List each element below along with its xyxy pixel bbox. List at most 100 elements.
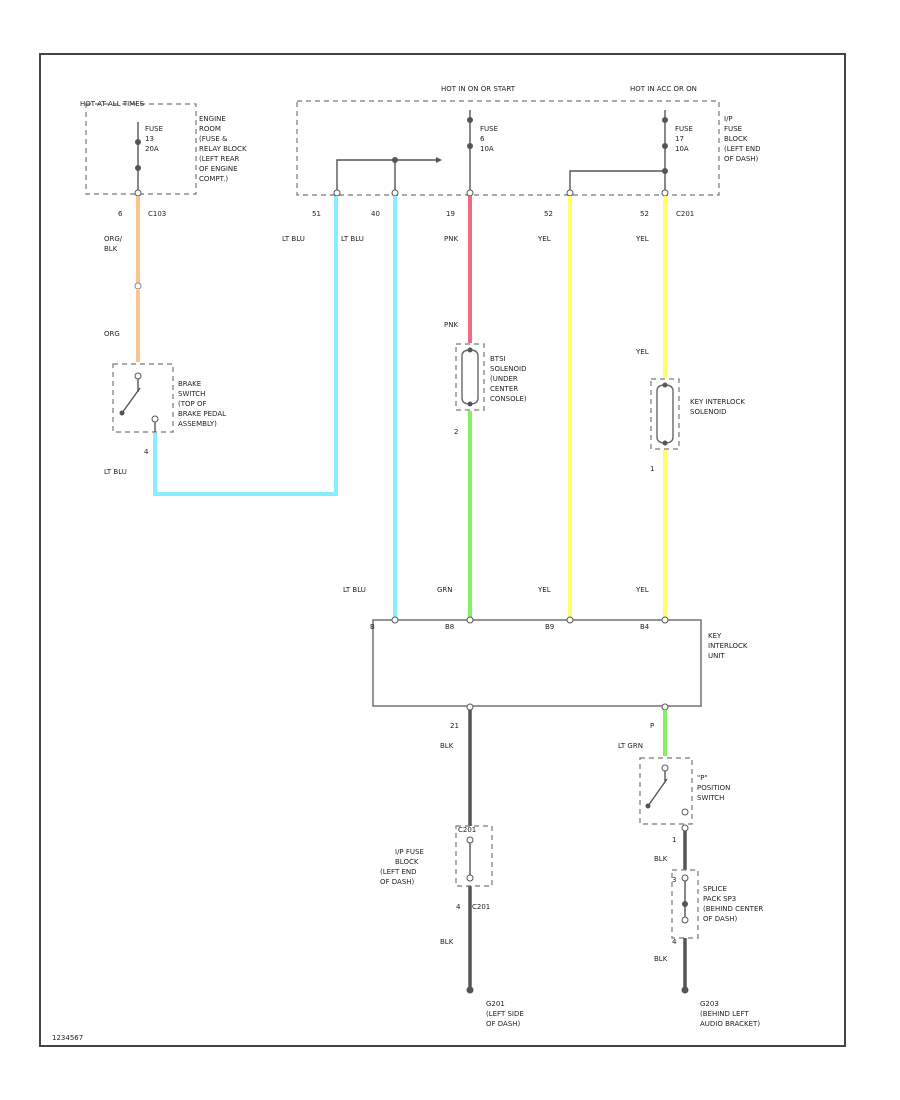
connector-label: C201	[676, 210, 694, 218]
component-label-line: KEY	[708, 632, 722, 640]
engine-fuse-desc-line: ROOM	[199, 125, 221, 133]
wire-label: BLK	[104, 245, 118, 253]
ip-fuse-block-desc: I/P FUSE BLOCK (LEFT END OF DASH)	[724, 115, 761, 163]
btsi-circuit: PNK PNK BTSI SOLENOID (UNDER CENTER CONS…	[437, 196, 527, 618]
component-label-line: (BEHIND LEFT	[700, 1010, 749, 1018]
pin-label: 4	[672, 938, 677, 946]
component-label-line: OF DASH)	[380, 878, 415, 886]
acc-terminal	[661, 189, 669, 197]
key-interlock-unit: B B8 B9 B4 KEY INTERLOCK UNIT	[370, 616, 748, 711]
unit-pin-label: B	[370, 623, 375, 631]
btsi-solenoid-box	[455, 343, 485, 411]
ign-fuse-label: FUSE	[480, 125, 498, 133]
brake-switch-box	[112, 363, 174, 433]
component-label-line: (BEHIND CENTER	[703, 905, 763, 913]
pin-label: 4	[144, 448, 149, 456]
wire-label: BLK	[654, 855, 668, 863]
unit-pin-label: B4	[640, 623, 650, 631]
key-interlock-solenoid-circuit: YEL YEL KEY INTERLOCK SOLENOID 1 YEL	[635, 196, 745, 618]
pin-label: P	[650, 722, 654, 730]
brake-switch-label: BRAKE SWITCH (TOP OF BRAKE PEDAL ASSEMBL…	[178, 380, 226, 428]
p-switch-circuit: P LT GRN "P" POSITION SWITCH 1 BLK 3 SPL…	[618, 710, 763, 1028]
wire-label: LT GRN	[618, 742, 643, 750]
component-label-line: BLOCK	[395, 858, 419, 866]
engine-fuse-amp: 20A	[145, 145, 159, 153]
switch-contact	[151, 415, 159, 423]
connector-label: C103	[148, 210, 166, 218]
pin-label: 6	[118, 210, 123, 218]
component-label-line: G203	[700, 1000, 719, 1008]
pin-label: 52	[544, 210, 553, 218]
engine-fuse-desc: ENGINE ROOM (FUSE & RELAY BLOCK (LEFT RE…	[199, 115, 247, 183]
ground-circuit-g201: 21 BLK C201 I/P FUSE BLOCK (LEFT END OF …	[380, 710, 524, 1028]
unit-pin	[466, 703, 474, 711]
component-label-line: (LEFT SIDE	[486, 1010, 524, 1018]
ip-fuse-box	[296, 100, 720, 196]
component-label-line: G201	[486, 1000, 505, 1008]
outer-frame	[39, 53, 846, 1047]
pass-through-terminal	[466, 874, 474, 882]
acc-fuse-amp: 10A	[675, 145, 689, 153]
component-label-line: SPLICE	[703, 885, 727, 893]
hot-acc-label: HOT IN ACC OR ON	[630, 85, 697, 93]
pin-label: 1	[672, 836, 676, 844]
switch-pivot	[119, 410, 125, 416]
acc-bus-node	[662, 168, 668, 174]
acc-fuse-number: 17	[675, 135, 684, 143]
unit-pin-label: B8	[445, 623, 454, 631]
engine-fuse-desc-line: (FUSE &	[199, 135, 228, 143]
pin-label: 51	[312, 210, 321, 218]
component-label-line: PACK SP3	[703, 895, 736, 903]
acc-fuse-node	[662, 117, 668, 123]
solenoid-node	[467, 401, 473, 407]
component-label-line: SOLENOID	[490, 365, 526, 373]
btsi-label: BTSI SOLENOID (UNDER CENTER CONSOLE)	[490, 355, 527, 403]
terminal	[681, 824, 689, 832]
diagram-code: 1234567	[52, 1034, 83, 1042]
ign-fuse-number: 6	[480, 135, 485, 143]
solenoid-coil-icon	[461, 349, 479, 405]
ground-icon	[681, 986, 689, 994]
wire-label: YEL	[635, 586, 649, 594]
key-solenoid-box	[650, 378, 680, 450]
wire-label: LT BLU	[343, 586, 366, 594]
wire-label: YEL	[635, 348, 649, 356]
engine-fuse-node	[135, 139, 141, 145]
engine-fuse-label: FUSE	[145, 125, 163, 133]
solenoid-coil-icon	[656, 384, 674, 444]
internal-bus	[336, 159, 436, 195]
component-label-line: "P"	[697, 774, 708, 782]
switch-blade	[647, 778, 668, 807]
pin-label: 40	[371, 210, 380, 218]
ip-fuse-block: HOT IN ON OR START HOT IN ACC OR ON FUSE…	[296, 85, 761, 197]
engine-fuse-group: HOT AT ALL TIMES FUSE 13 20A ENGINE ROOM…	[80, 100, 247, 197]
pin-label: 1	[650, 465, 654, 473]
pin-label: 3	[672, 876, 676, 884]
splice-terminal	[681, 916, 689, 924]
wire-label: LT BLU	[341, 235, 364, 243]
ign-fuse-node	[467, 143, 473, 149]
component-label-line: BTSI	[490, 355, 506, 363]
solenoid-node	[662, 440, 668, 446]
wire-label: PNK	[444, 235, 458, 243]
engine-fuse-number: 13	[145, 135, 154, 143]
pin-label: 4	[456, 903, 461, 911]
engine-fuse-desc-line: OF ENGINE	[199, 165, 238, 173]
internal-bus-node	[392, 157, 398, 163]
pin-label: 21	[450, 722, 459, 730]
component-label-line: ASSEMBLY)	[178, 420, 217, 428]
component-label-line: (TOP OF	[178, 400, 207, 408]
component-label-line: POSITION	[697, 784, 730, 792]
wire-label: YEL	[537, 586, 551, 594]
unit-pin	[466, 616, 474, 624]
engine-fuse-desc-line: RELAY BLOCK	[199, 145, 247, 153]
switch-contact	[661, 764, 669, 772]
wire-lt-blu-brake	[153, 196, 338, 496]
switch-contact	[681, 808, 689, 816]
solenoid-node	[662, 382, 668, 388]
unit-pin	[661, 703, 669, 711]
hot-at-all-times-label: HOT AT ALL TIMES	[80, 100, 145, 108]
ip-fuse-desc-line: FUSE	[724, 125, 742, 133]
unit-pin	[661, 616, 669, 624]
